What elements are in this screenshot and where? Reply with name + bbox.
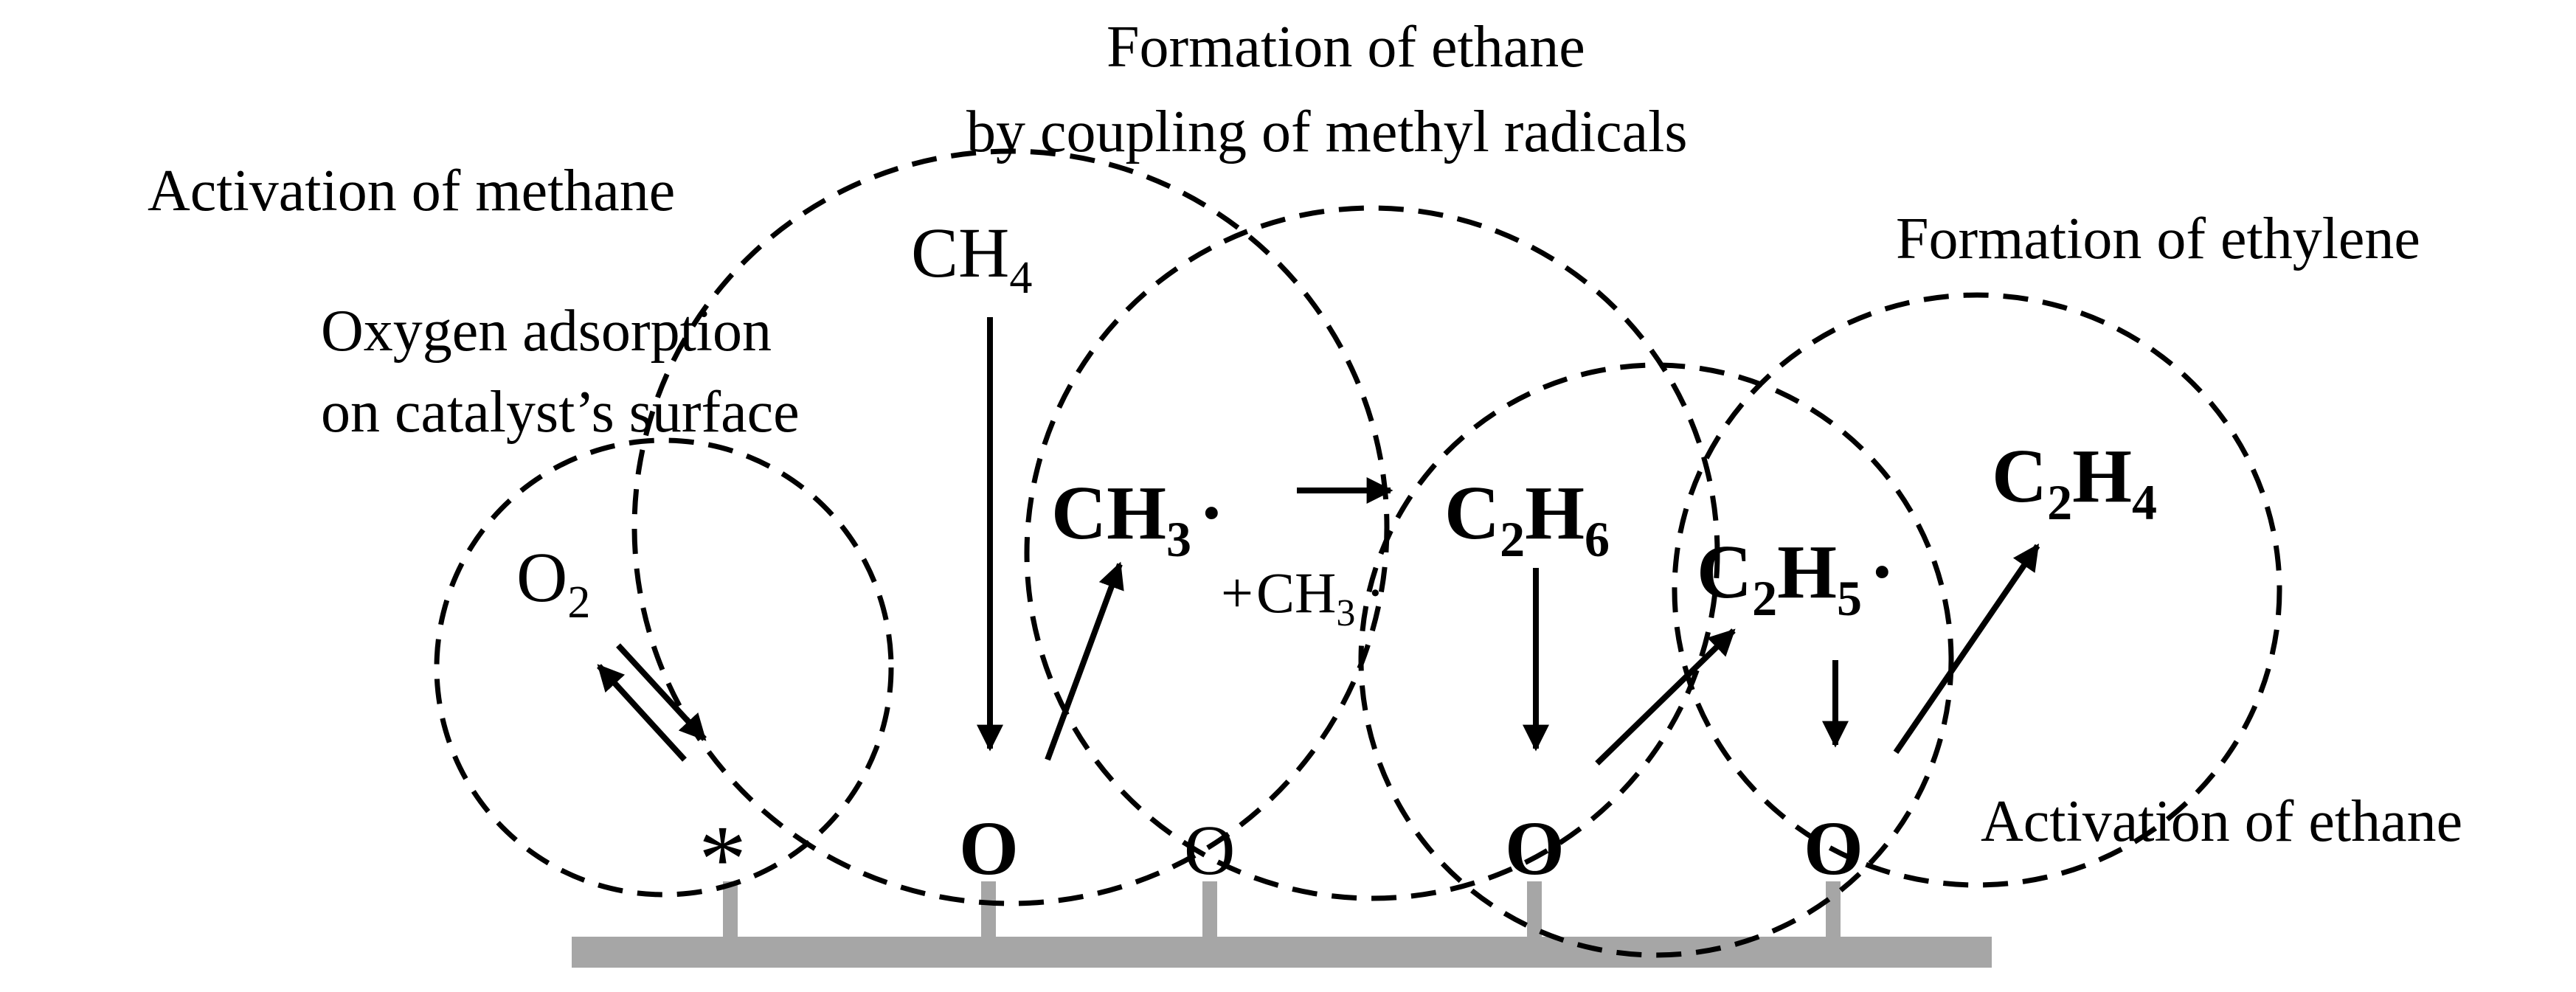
region-ethylene-formation	[1672, 292, 2282, 888]
species-c2h4: C2H4	[1992, 434, 2157, 530]
vacant-site-asterisk: *	[699, 806, 747, 912]
arrow-oxygen-to-c2h4	[1893, 544, 2040, 755]
species-ch3-coupled: +CH3·	[1221, 561, 1385, 634]
species-ch4: CH4	[911, 213, 1032, 303]
label-oxygen-adsorption-line1: Oxygen adsorption	[321, 299, 772, 364]
site-stem-oxygen-4	[1826, 881, 1841, 939]
reaction-regions	[434, 148, 2282, 958]
site-stem-oxygen-2	[1202, 881, 1217, 939]
surface-oxygen-lattice: O	[1184, 811, 1235, 889]
species-ch3-radical: CH3·	[1051, 471, 1225, 567]
species-c2h6: C2H6	[1444, 471, 1610, 567]
site-stem-vacant	[723, 881, 738, 939]
surface-oxygen-active-1: O	[959, 806, 1019, 891]
region-ethane-activation	[1358, 362, 1954, 958]
arrow-oxygen-to-ch3	[1045, 561, 1124, 761]
species-c2h5-radical: C2H5·	[1697, 530, 1895, 626]
surface-bar	[572, 937, 1992, 968]
reaction-arrows	[597, 317, 2040, 766]
label-activation-ethane: Activation of ethane	[1981, 789, 2462, 854]
catalyst-surface	[572, 881, 1992, 968]
surface-oxygen-active-3: O	[1804, 806, 1863, 891]
arrow-o2-equilibrium-up	[597, 664, 687, 762]
label-formation-ethylene: Formation of ethylene	[1896, 207, 2420, 271]
arrow-oxygen-to-c2h5	[1595, 628, 1736, 766]
region-methane-activation	[631, 148, 1390, 906]
region-oxygen-adsorption	[434, 437, 894, 898]
site-stem-oxygen-1	[981, 881, 996, 939]
label-formation-ethane-line2: by coupling of methyl radicals	[966, 100, 1688, 164]
label-formation-ethane-line1: Formation of ethane	[1107, 15, 1585, 80]
site-stem-oxygen-3	[1527, 881, 1542, 939]
label-activation-methane: Activation of methane	[148, 159, 675, 223]
arrow-o2-equilibrium-down	[616, 643, 707, 741]
species-o2: O2	[516, 538, 590, 628]
label-oxygen-adsorption-line2: on catalyst’s surface	[321, 380, 800, 445]
surface-oxygen-active-2: O	[1505, 806, 1565, 891]
region-ethane-formation	[1024, 205, 1720, 901]
